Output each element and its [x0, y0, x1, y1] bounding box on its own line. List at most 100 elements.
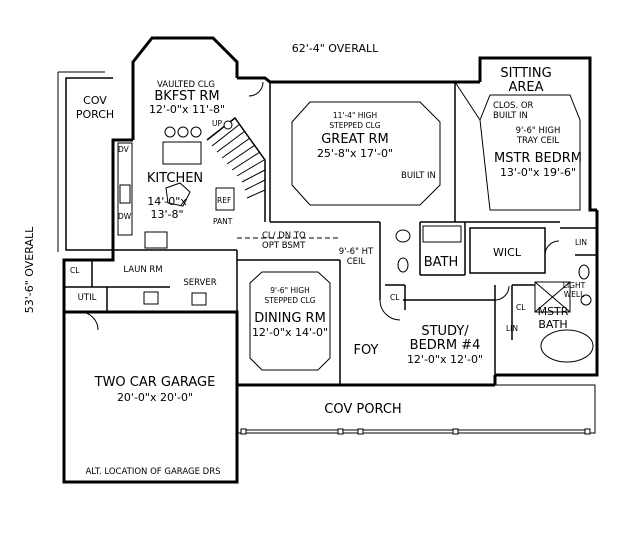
- study-name-2: BEDRM #4: [410, 338, 481, 353]
- vanity-sink-icon: [395, 229, 411, 243]
- toilet-icon: [397, 257, 409, 273]
- left-porch-name-1: COV: [83, 94, 107, 107]
- stair-newel-icon: [223, 120, 233, 130]
- dining-name: DINING RM: [254, 311, 326, 326]
- light-well-2: WELL: [564, 290, 585, 299]
- server-sink-icon: [191, 292, 207, 306]
- kitchen-name: KITCHEN: [147, 171, 203, 186]
- left-porch-name-2: PORCH: [76, 108, 114, 121]
- bath-name: BATH: [424, 255, 459, 270]
- great-room-ceiling: [291, 101, 441, 206]
- dining-note-2: STEPPED CLG: [264, 296, 315, 305]
- great-name: GREAT RM: [321, 132, 389, 147]
- hall-cl-label: CL: [390, 293, 400, 302]
- overall-depth-label: 53'-6" OVERALL: [23, 226, 36, 313]
- master-name: MSTR BEDRM: [494, 151, 582, 166]
- stair-outline: [206, 116, 266, 222]
- breakfast-note: VAULTED CLG: [157, 80, 215, 90]
- foyer-door-swing: [379, 299, 401, 321]
- mstr-bath-2: BATH: [538, 318, 567, 331]
- master-tray-ceiling: [479, 94, 581, 211]
- refrigerator-icon: [215, 187, 235, 211]
- front-porch-name: COV PORCH: [324, 402, 401, 417]
- washer-icon: [143, 291, 159, 305]
- kitchen-size-2: 13'-8": [150, 208, 183, 221]
- sitting-name-2: AREA: [508, 80, 543, 95]
- dining-note-1: 9'-6" HIGH: [270, 286, 309, 295]
- master-note-1: 9'-6" HIGH: [516, 126, 561, 136]
- labels: 62'-4" OVERALL 53'-6" OVERALL VAULTED CL…: [23, 42, 587, 477]
- right-wall: [495, 210, 599, 377]
- breakfast-bay-wall: [131, 36, 239, 140]
- porch-post: [337, 428, 344, 435]
- master-corner-line: [454, 81, 481, 121]
- stair-tread: [211, 123, 241, 147]
- lin-label: LIN: [575, 238, 587, 247]
- left-wall: [62, 138, 133, 312]
- master-sink-icon: [580, 294, 592, 306]
- stair-tread: [221, 137, 251, 159]
- dv-label: DV: [118, 145, 130, 154]
- laundry-name: LAUN RM: [123, 265, 162, 275]
- bath-fixtures: [143, 225, 594, 363]
- mstr-bath-1: MSTR: [538, 305, 569, 318]
- study-door-swing: [494, 285, 510, 301]
- study-size: 12'-0"x 12'-0": [407, 353, 483, 366]
- stair-tread: [236, 159, 265, 177]
- breakfast-bar: [162, 141, 202, 165]
- stair-tread: [246, 189, 266, 199]
- stool-icon: [177, 126, 189, 138]
- great-size: 25'-8"x 17'-0": [317, 147, 393, 160]
- kitchen-sink-icon: [119, 184, 131, 204]
- left-porch-outline: [65, 77, 113, 251]
- ceiling-outlines: [249, 81, 581, 371]
- wicl-name: WICL: [493, 246, 522, 259]
- stool-icon: [164, 126, 176, 138]
- front-porch-outline: [236, 384, 596, 434]
- soaking-tub-icon: [540, 329, 594, 363]
- great-note-2: STEPPED CLG: [329, 121, 380, 130]
- sitting-bay-wall: [478, 56, 597, 212]
- light-well-1: LIGHT: [563, 281, 586, 290]
- dining-ceiling: [249, 271, 331, 371]
- garage-name: TWO CAR GARAGE: [94, 375, 216, 390]
- stair-tread: [231, 151, 261, 171]
- great-note-1: 11'-4" HIGH: [333, 111, 377, 120]
- server-name: SERVER: [183, 278, 216, 288]
- range-cooktop-icon: [144, 231, 168, 249]
- stair-note-2: OPT BSMT: [262, 241, 306, 251]
- bathtub-icon: [422, 225, 462, 243]
- pant-label: PANT: [213, 217, 233, 226]
- wicl-wall: [469, 227, 546, 274]
- util-door-swing: [79, 311, 99, 331]
- stair-tread: [241, 169, 266, 183]
- master-note-2: TRAY CEIL: [516, 136, 560, 146]
- kitchen-island: [165, 182, 191, 207]
- lin-door-swing: [544, 240, 560, 256]
- closet-note-1: CLOS. OR: [493, 101, 534, 111]
- util-name: UTIL: [78, 293, 97, 303]
- dw-label: DW: [118, 212, 132, 221]
- dining-size: 12'-0"x 14'-0": [252, 326, 328, 339]
- stair-tread: [226, 144, 256, 165]
- mb-cl-label: CL: [516, 303, 526, 312]
- stair-tread: [244, 179, 266, 191]
- stair-up-label: UP: [212, 119, 222, 128]
- overall-width-label: 62'-4" OVERALL: [292, 42, 379, 55]
- master-size: 13'-0"x 19'-6": [500, 166, 576, 179]
- closet-note-2: BUILT IN: [493, 111, 528, 121]
- kitchen-fixtures: [117, 126, 235, 249]
- porch-post: [452, 428, 459, 435]
- stool-icon: [190, 126, 202, 138]
- porch-post: [240, 428, 247, 435]
- garage-note: ALT. LOCATION OF GARAGE DRS: [85, 467, 220, 477]
- breakfast-size: 12'-0"x 11'-8": [149, 103, 225, 116]
- ref-label: REF: [217, 196, 231, 205]
- hall-note-2: CEIL: [347, 257, 366, 267]
- sitting-name-1: SITTING: [500, 66, 551, 81]
- foyer-name: FOY: [354, 343, 379, 358]
- study-name-1: STUDY/: [421, 324, 469, 339]
- built-in-label: BUILT IN: [401, 171, 436, 181]
- stairs: [206, 116, 340, 239]
